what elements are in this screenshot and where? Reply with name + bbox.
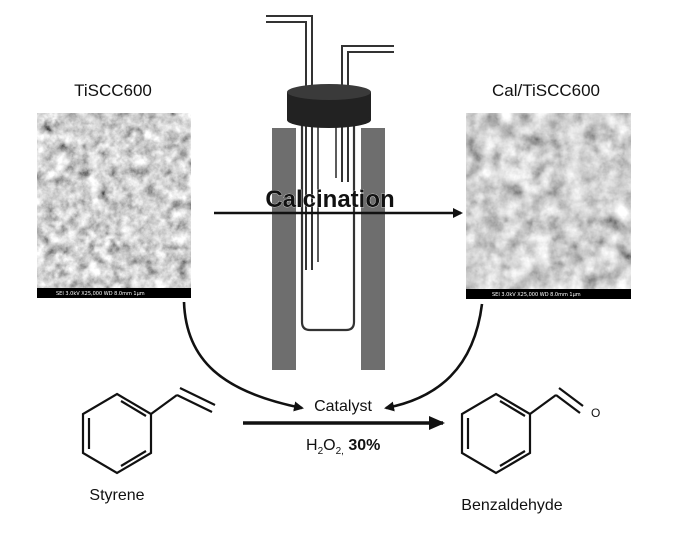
label-calcination: Calcination	[265, 186, 394, 213]
oxidant-pct: 30%	[344, 437, 380, 454]
styrene-structure	[81, 387, 216, 475]
reactor-stopper	[287, 84, 371, 128]
sem-image-cal-tiscc600: SEI 3.0kV X25,000 WD 8.0mm 1µm	[466, 113, 631, 299]
oxidant-h: H	[306, 437, 318, 454]
gas-inlet-pipe-inner	[266, 21, 307, 270]
carbonyl-oxygen-label: O	[591, 406, 600, 420]
furnace-wall-right	[361, 128, 385, 370]
quartz-tube	[300, 118, 356, 332]
sem-left-scale-text: SEI 3.0kV X25,000 WD 8.0mm 1µm	[56, 291, 145, 297]
label-catalyst: Catalyst	[314, 398, 372, 415]
oxidant-sub1: 2	[318, 446, 324, 457]
oxidant-sub2: 2,	[336, 446, 344, 457]
curve-arrow-right	[384, 303, 484, 412]
label-cal-tiscc600: Cal/TiSCC600	[492, 81, 600, 100]
gas-outlet-pipe-inner	[347, 51, 394, 182]
benzaldehyde-structure	[460, 387, 584, 475]
oxidant-o: O	[323, 437, 335, 454]
curve-arrow-left	[182, 301, 304, 412]
furnace-wall-left	[272, 128, 296, 370]
gas-outlet-pipe	[341, 45, 394, 182]
label-styrene: Styrene	[89, 487, 144, 504]
label-tiscc600: TiSCC600	[74, 81, 152, 100]
label-benzaldehyde: Benzaldehyde	[461, 497, 563, 514]
label-oxidant: H2O2, 30%	[306, 437, 380, 457]
sem-right-scale-text: SEI 3.0kV X25,000 WD 8.0mm 1µm	[492, 292, 581, 298]
gas-inlet-pipe	[266, 15, 313, 270]
sem-image-tiscc600: SEI 3.0kV X25,000 WD 8.0mm 1µm	[37, 113, 191, 298]
tube-furnace	[266, 15, 394, 370]
